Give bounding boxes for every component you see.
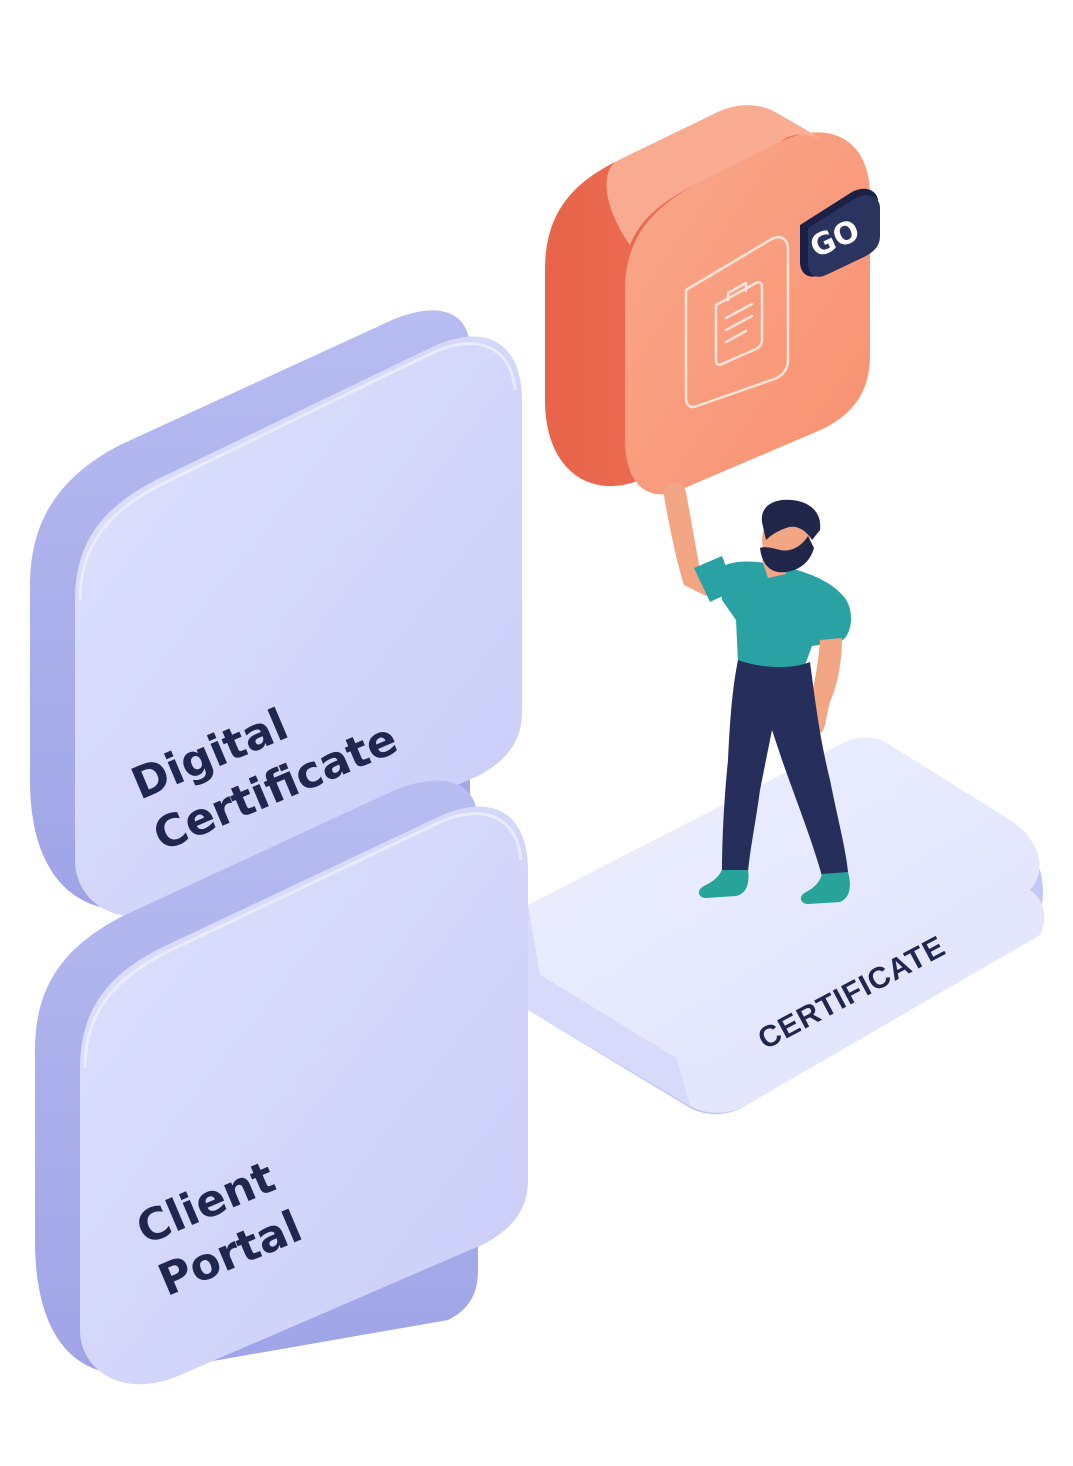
block-top-edge <box>606 105 820 245</box>
platform-top <box>526 737 1040 1066</box>
tile-highlight <box>78 342 517 601</box>
platform-left-shade <box>528 905 690 1106</box>
tile-face <box>80 806 528 1385</box>
platform-front <box>676 890 1045 1113</box>
person-right-shoe <box>800 872 850 904</box>
person-beard <box>760 536 814 573</box>
clipboard-icon <box>684 236 790 409</box>
person-torso <box>718 561 852 670</box>
tile-face <box>75 336 522 917</box>
person-left-shoe <box>698 870 749 898</box>
go-badge[interactable]: GO <box>800 188 880 277</box>
tile-highlight <box>83 812 523 1069</box>
action-block[interactable]: GO <box>545 105 880 495</box>
client-portal-tile[interactable]: Client Portal <box>35 780 528 1385</box>
person-pants <box>722 660 848 876</box>
person-figure <box>663 482 852 904</box>
person-hair <box>761 499 821 540</box>
certificate-platform[interactable]: CERTIFICATE <box>526 737 1045 1115</box>
person-raised-arm <box>663 482 718 596</box>
